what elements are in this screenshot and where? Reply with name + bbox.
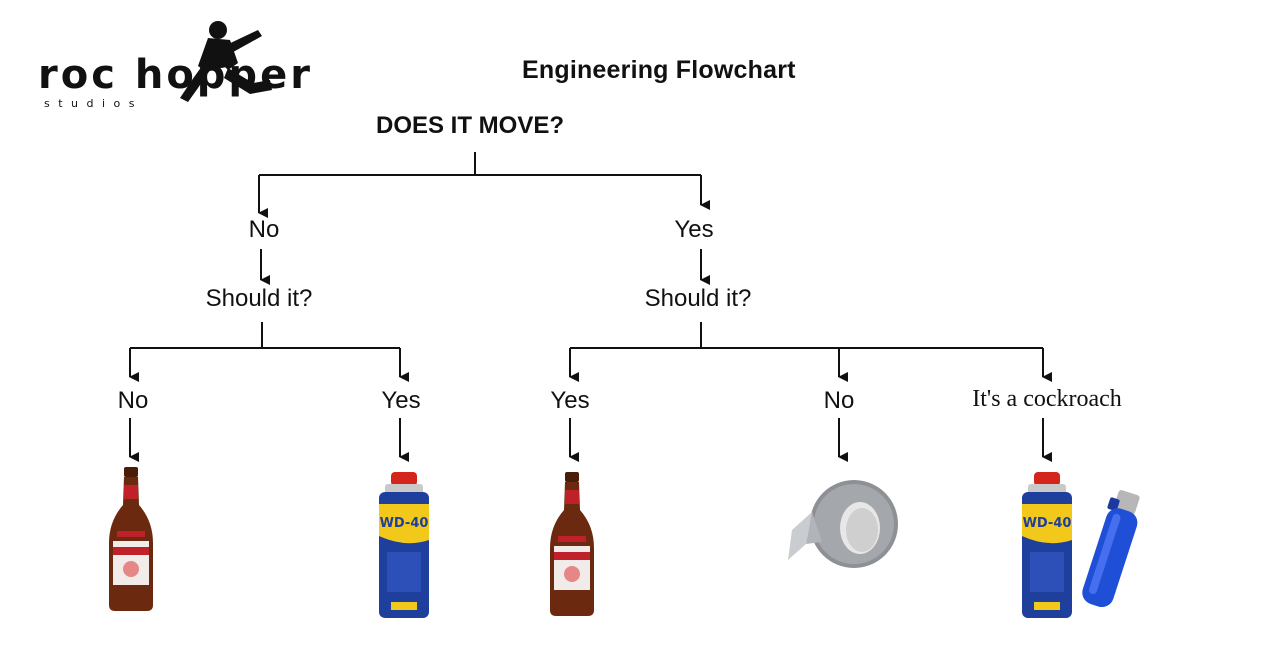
- node-should-it-right: Should it?: [644, 285, 752, 312]
- lighter-icon: [1082, 490, 1140, 608]
- page-title: Engineering Flowchart: [522, 56, 796, 84]
- node-yes: Yes: [674, 216, 714, 243]
- wd40-can-icon: WD-40: [1022, 472, 1072, 618]
- wd40-label: WD-40: [1023, 516, 1072, 531]
- rockhopper-logo: roc hopper studios: [38, 18, 483, 110]
- answer-left-yes: Yes: [381, 387, 421, 414]
- beer-bottle-icon: [109, 467, 153, 611]
- answer-right-no: No: [823, 387, 855, 414]
- node-no: No: [248, 216, 280, 243]
- answer-left-no: No: [117, 387, 149, 414]
- beer-bottle-icon: [550, 472, 594, 616]
- guitarist-silhouette-icon: [180, 21, 272, 102]
- wd40-can-icon: WD-40: [379, 472, 429, 618]
- answer-cockroach: It's a cockroach: [972, 386, 1122, 412]
- answer-right-yes: Yes: [550, 387, 590, 414]
- node-should-it-left: Should it?: [205, 285, 313, 312]
- duct-tape-icon: [788, 480, 898, 568]
- wd40-label: WD-40: [380, 516, 429, 531]
- logo-subtitle: studios: [44, 97, 144, 110]
- root-question: DOES IT MOVE?: [376, 112, 565, 139]
